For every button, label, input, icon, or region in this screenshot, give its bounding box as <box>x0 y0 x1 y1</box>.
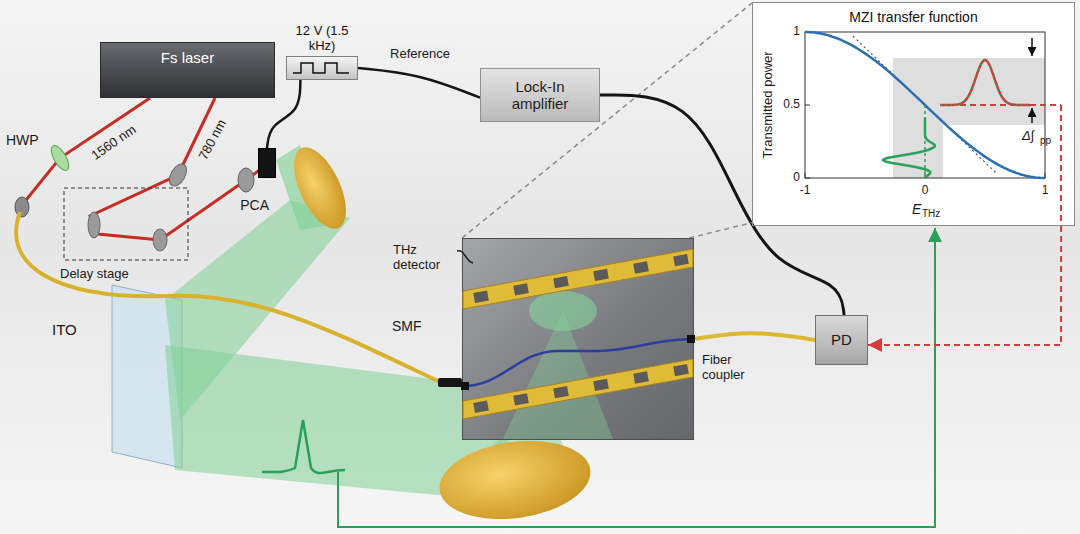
waveguide <box>463 339 693 386</box>
optical-fiber <box>16 212 440 382</box>
tick-mark <box>805 173 806 178</box>
plot-frame <box>805 32 1045 178</box>
fiber-launch-mount <box>15 197 29 217</box>
parabolic-mirror <box>283 140 356 237</box>
amplitude-subscript: pp <box>1040 135 1051 147</box>
electrode-pad <box>553 276 569 288</box>
tick-label: 1 <box>1042 184 1049 198</box>
tick-label: 0 <box>922 184 929 198</box>
amplitude-arrow <box>1031 108 1033 123</box>
stage-label: Delay stage <box>60 267 129 282</box>
laser-beam <box>90 98 262 240</box>
zoom-line <box>462 3 752 238</box>
node-heading: Fs laser <box>105 49 270 66</box>
node-heading: 12 V (1.5 kHz) <box>287 24 357 54</box>
electrode-pad <box>473 401 489 413</box>
electrode-pad <box>473 291 489 303</box>
pulse-generator: 12 V (1.5 kHz) <box>286 56 358 80</box>
thz-spot <box>529 291 597 331</box>
mirror <box>166 161 190 189</box>
chip-pattern <box>463 239 693 439</box>
tick-label: -1 <box>800 184 811 198</box>
feedback-line <box>1060 105 1062 226</box>
edge-label: Reference <box>387 47 453 62</box>
amplitude-arrow <box>1031 38 1033 56</box>
inset-ground <box>752 2 1075 226</box>
axis-subscript: THz <box>922 208 940 220</box>
tick-label: 1 <box>793 25 800 39</box>
half-wave-plate <box>48 143 72 173</box>
fiber-port <box>461 382 469 390</box>
pulse-pointer <box>338 228 935 527</box>
tick-label: 0 <box>793 171 800 185</box>
photoconductive-antenna: PCA <box>258 148 276 178</box>
electrode-pad <box>633 261 649 273</box>
electrode-pad <box>673 254 689 266</box>
photodetector: PD <box>815 315 868 365</box>
electrode-strip <box>463 359 693 419</box>
feedback-arrow <box>868 226 1061 345</box>
shaded-region <box>893 58 1045 125</box>
output-pulse-fit <box>940 60 1030 105</box>
electrode-strip <box>463 249 693 309</box>
electrode-pad <box>593 269 609 281</box>
waveplate-label: HWP <box>6 132 39 148</box>
zero-field-line <box>924 105 926 178</box>
retro-reflector <box>88 212 100 238</box>
zoom-line <box>689 223 752 238</box>
node-heading: PD <box>831 331 852 348</box>
thz-pulse <box>262 420 345 473</box>
optical-fiber <box>694 333 815 340</box>
node-heading: PCA <box>240 197 269 213</box>
tick-label: 0.5 <box>783 98 800 112</box>
electrode-pad <box>513 283 529 295</box>
square-wave-icon <box>287 57 357 79</box>
square-wave <box>293 63 349 73</box>
electrode-pad <box>553 386 569 398</box>
mirror <box>238 168 254 192</box>
transfer-curve <box>805 32 1045 178</box>
parabolic-mirror <box>434 432 595 528</box>
input-pulse <box>883 118 935 178</box>
fiber-port <box>687 335 695 343</box>
axis-symbol: E <box>912 201 921 217</box>
leader-hook <box>457 251 473 263</box>
electrode-pad <box>633 371 649 383</box>
delay-stage-frame <box>64 188 188 260</box>
electrode-pad <box>593 379 609 391</box>
substrate-label: ITO <box>52 321 77 338</box>
tick-mark <box>805 105 810 106</box>
node-heading: THz detector <box>393 243 455 273</box>
output-pulse <box>940 60 1030 105</box>
axis-title: Transmitted power <box>761 51 776 158</box>
electrode-pad <box>513 393 529 405</box>
laser-box: Fs laser <box>100 42 275 98</box>
tick-mark <box>805 178 810 179</box>
fiber-connector <box>438 378 462 387</box>
laser-beam <box>22 98 150 205</box>
signal-cable <box>358 68 480 98</box>
electrode-pad <box>673 364 689 376</box>
fiber-label: SMF <box>392 318 422 334</box>
thz-detector-chip: THz detector <box>462 238 694 440</box>
mirror <box>153 229 167 251</box>
node-heading: MZI transfer function <box>757 9 1070 25</box>
coupler-label: Fiber coupler <box>702 353 766 383</box>
amplitude-symbol: Δ∫ <box>1022 129 1034 144</box>
transfer-function-plot <box>805 32 1061 178</box>
node-heading: Lock-In amplifier <box>487 78 593 113</box>
lock-in-amplifier: Lock-In amplifier <box>480 68 600 122</box>
